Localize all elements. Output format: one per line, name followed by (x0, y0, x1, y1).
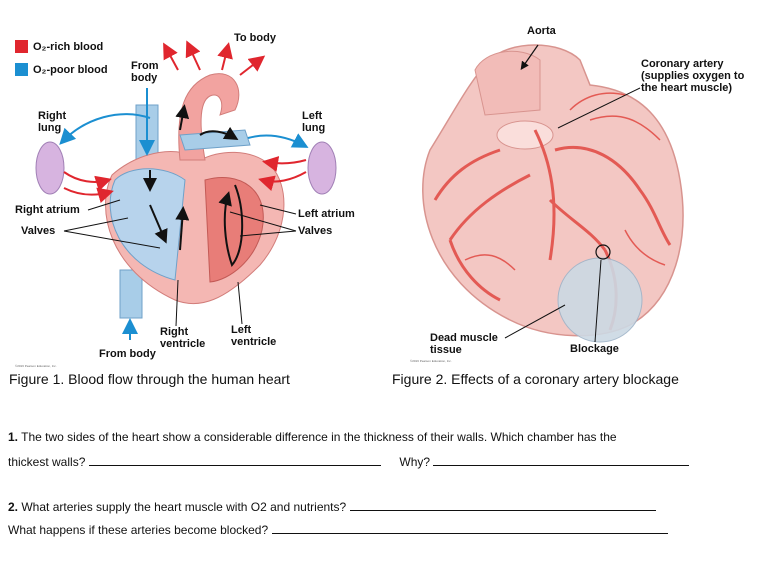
o2-rich-swatch (15, 40, 28, 53)
coronary-blockage-diagram (422, 44, 684, 343)
right-lung-label: Right lung (38, 110, 67, 134)
right-ventricle-label: Right ventricle (160, 326, 206, 350)
left-atrium-label: Left atrium (298, 208, 355, 220)
coronary-artery-label: Coronary artery (supplies oxygen to the … (641, 58, 745, 94)
answer-blank-blocked[interactable] (271, 523, 668, 534)
valves-left-label: Valves (21, 225, 56, 237)
question-1-why: Why? (399, 455, 431, 469)
question-1-line-2: thickest walls? Why? (8, 455, 690, 469)
question-1-line-1: 1. The two sides of the heart show a con… (8, 430, 617, 444)
left-ventricle-label: Left ventricle (231, 324, 277, 348)
figure1-credit: ©2016 Pearson Education, Inc. (15, 364, 57, 368)
question-1-thickest-walls: thickest walls? (8, 455, 86, 469)
answer-blank-chamber[interactable] (88, 455, 381, 466)
o2-rich-label: O₂-rich blood (33, 41, 104, 53)
to-body-label: To body (234, 32, 276, 44)
question-2-line-2: What happens if these arteries become bl… (8, 523, 668, 537)
figure1-caption: Figure 1. Blood flow through the human h… (9, 371, 290, 387)
o2-poor-swatch (15, 63, 28, 76)
left-lung-label: Left lung (302, 110, 326, 134)
question-2-text: What arteries supply the heart muscle wi… (21, 500, 347, 514)
aorta-label: Aorta (527, 25, 556, 37)
figure2-caption: Figure 2. Effects of a coronary artery b… (392, 371, 679, 387)
question-2-number: 2. (8, 500, 19, 514)
right-atrium-label: Right atrium (15, 204, 80, 216)
dead-muscle-label: Dead muscle tissue (430, 332, 498, 356)
question-1-number: 1. (8, 430, 19, 444)
question-1-text: The two sides of the heart show a consid… (21, 430, 617, 444)
question-2-line-1: 2. What arteries supply the heart muscle… (8, 500, 656, 514)
answer-blank-arteries[interactable] (349, 500, 656, 511)
from-body-bottom-label: From body (99, 348, 156, 360)
heart-blood-flow-diagram (35, 40, 337, 340)
blockage-label: Blockage (570, 343, 619, 355)
question-2-blocked-text: What happens if these arteries become bl… (8, 523, 269, 537)
answer-blank-why[interactable] (433, 455, 690, 466)
o2-poor-label: O₂-poor blood (33, 64, 108, 76)
figure2-credit: ©2016 Pearson Education, Inc. (410, 359, 452, 363)
valves-right-label: Valves (298, 225, 333, 237)
from-body-top-label: From body (131, 60, 159, 84)
